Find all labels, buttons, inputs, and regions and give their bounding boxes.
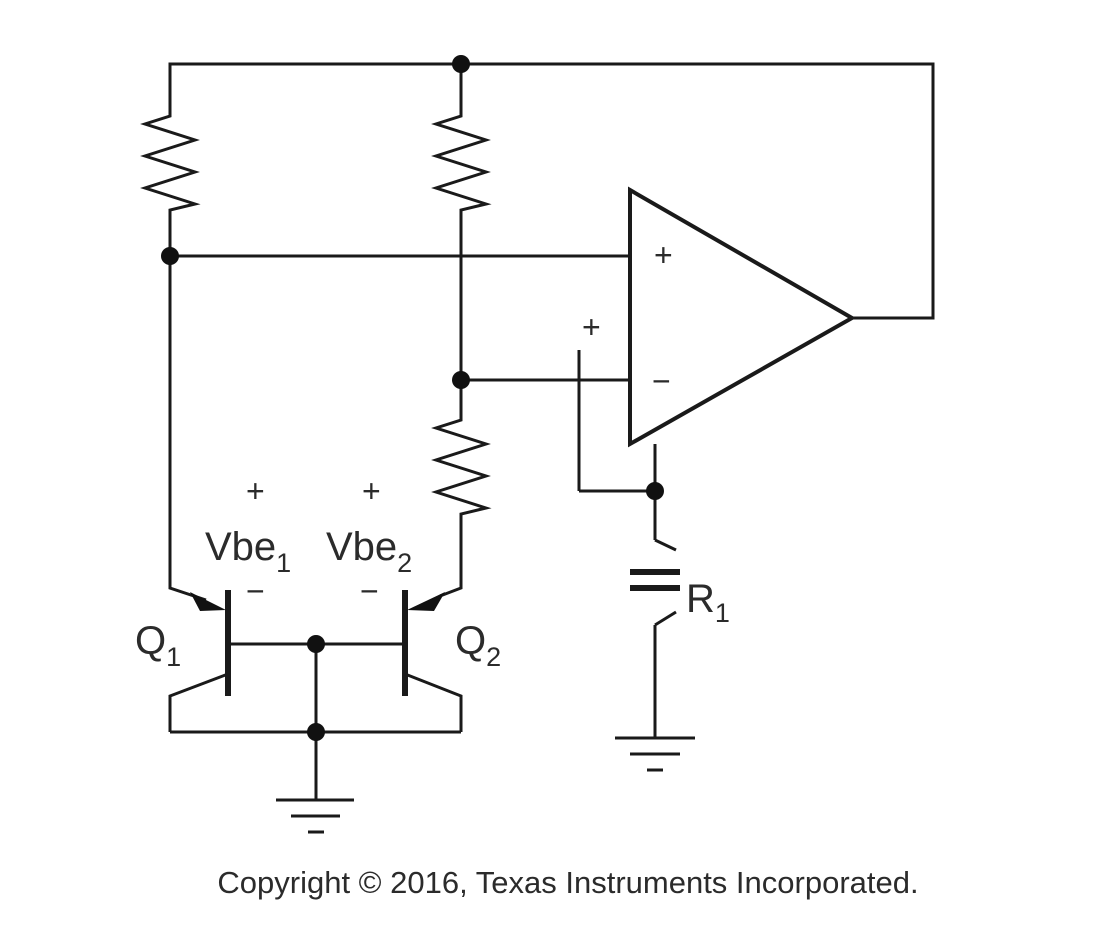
vbe2-minus-sign: −	[360, 573, 379, 609]
vbe1-plus-sign: +	[246, 473, 265, 509]
source-plus-sign: +	[582, 309, 601, 345]
opamp-minus-sign: −	[652, 363, 671, 399]
copyright-text: Copyright © 2016, Texas Instruments Inco…	[217, 865, 918, 900]
transistor-q2	[402, 590, 463, 732]
r1-label: R1	[686, 577, 730, 628]
r1-label-main: R	[686, 577, 715, 621]
q1-label: Q1	[135, 619, 181, 672]
vbe1-minus-sign: −	[246, 573, 265, 609]
q1-wire	[168, 256, 207, 602]
base-and-emitter-wiring	[170, 642, 461, 800]
q1-label-sub: 1	[166, 642, 181, 672]
r1-element	[630, 569, 680, 591]
resistor-right-bottom	[431, 380, 492, 598]
r1-label-sub: 1	[715, 598, 730, 628]
vbe2-label-sub: 2	[397, 548, 412, 578]
top-rail-wire	[168, 62, 935, 320]
vbe1-label-main: Vbe	[205, 525, 276, 569]
resistor-right-top	[431, 108, 492, 380]
ground-symbol-left	[276, 798, 354, 834]
vbe2-plus-sign: +	[362, 473, 381, 509]
junction-dots	[161, 55, 664, 741]
q1-label-main: Q	[135, 619, 166, 663]
q2-label-main: Q	[455, 619, 486, 663]
q2-label: Q2	[455, 619, 501, 672]
vbe1-label-sub: 1	[276, 548, 291, 578]
ground-symbol-right	[615, 736, 695, 772]
op-amp	[628, 186, 857, 448]
vbe2-label: Vbe2	[326, 525, 412, 578]
resistor-left	[140, 108, 201, 256]
reference-source-wiring	[577, 350, 677, 738]
q2-label-sub: 2	[486, 642, 501, 672]
vbe1-label: Vbe1	[205, 525, 291, 578]
opamp-plus-sign: +	[654, 237, 673, 273]
vbe2-label-main: Vbe	[326, 525, 397, 569]
